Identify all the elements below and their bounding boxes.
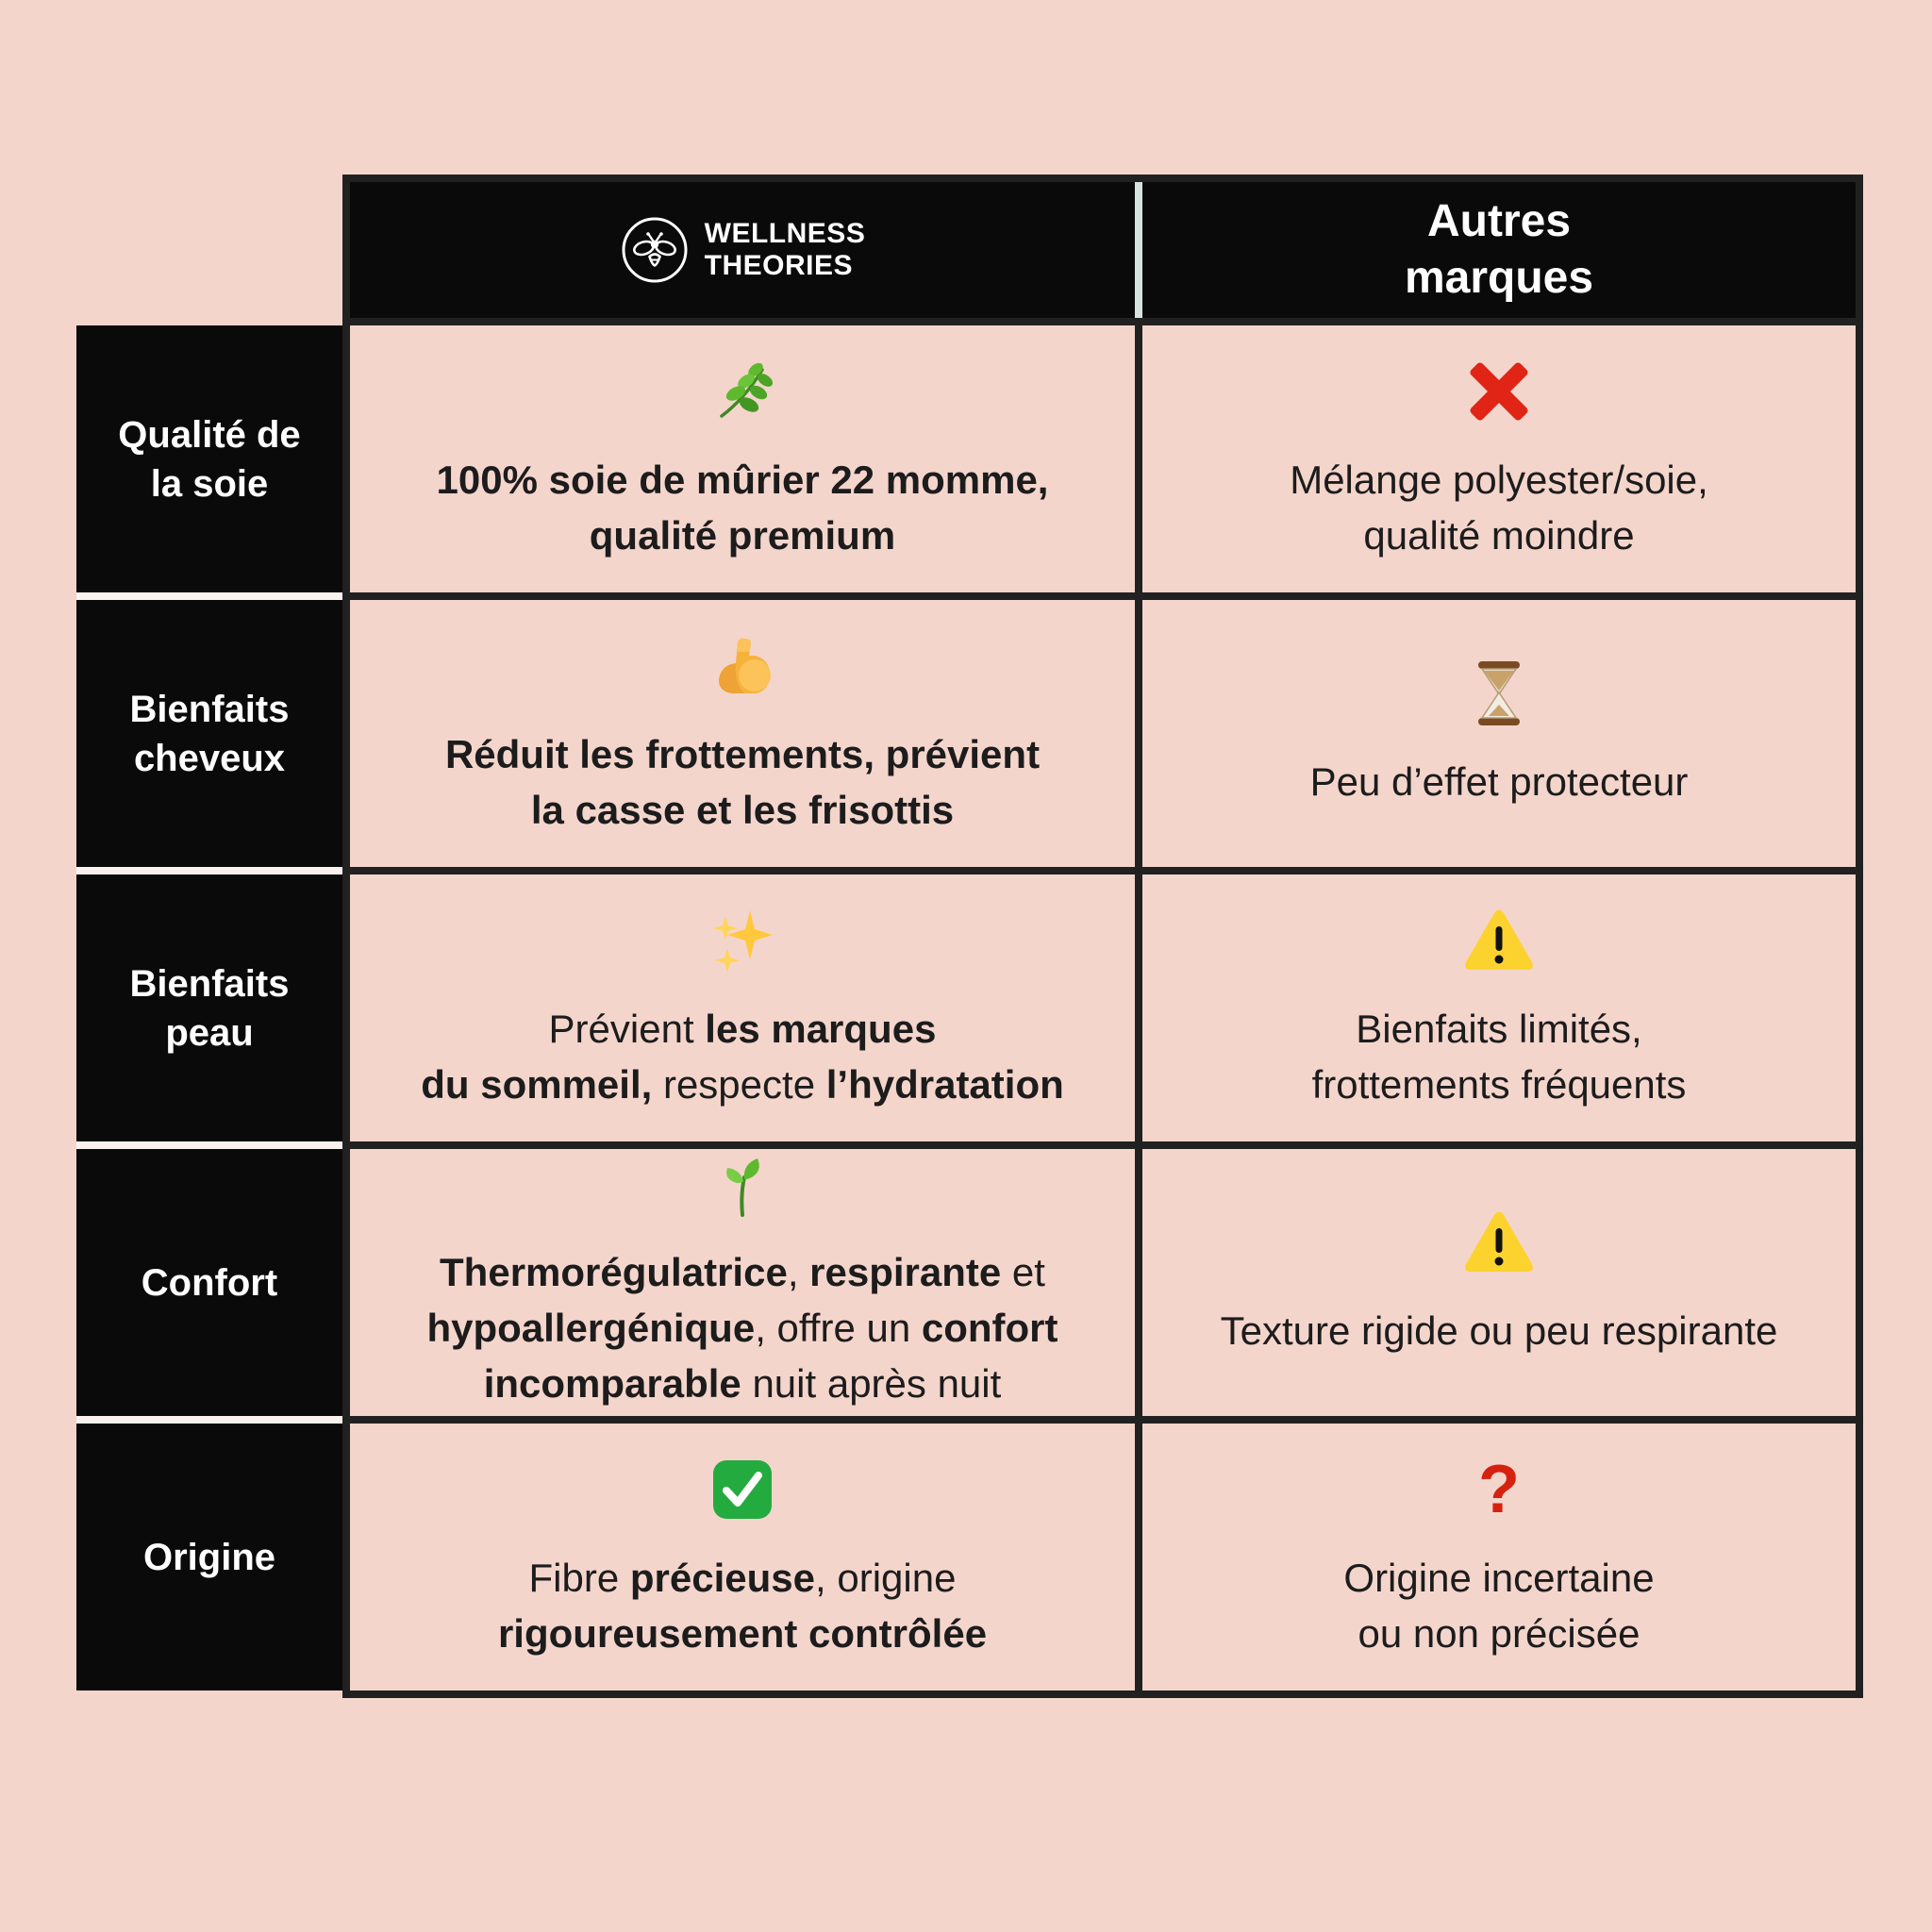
row-label-hair-benefits: Bienfaits cheveux	[76, 600, 342, 874]
row-label-origin: Origine	[76, 1424, 342, 1690]
bee-circle-logo-icon	[620, 215, 690, 285]
check-mark-icon	[711, 1453, 774, 1526]
header-other-brands-cell: Autres marques	[1142, 182, 1856, 318]
warning-icon	[1463, 1206, 1535, 1279]
cell-text: Bienfaits limités,frottements fréquents	[1311, 1006, 1687, 1107]
cell-silk-quality-brand: 100% soie de mûrier 22 momme,qualité pre…	[350, 325, 1135, 592]
cell-skin-benefits-other: Bienfaits limités,frottements fréquents	[1142, 874, 1856, 1141]
row-label-comfort: Confort	[76, 1149, 342, 1424]
cell-text: Mélange polyester/soie,qualité moindre	[1290, 457, 1708, 558]
seedling-icon	[708, 1153, 776, 1221]
row-label-silk-quality: Qualité de la soie	[76, 325, 342, 600]
question-mark-icon: ?	[1478, 1451, 1520, 1527]
warning-icon	[1463, 904, 1535, 977]
table-content: WELLNESS THEORIES Autres marques 100% so…	[342, 175, 1863, 1698]
hourglass-icon	[1474, 657, 1524, 730]
brand-name: WELLNESS THEORIES	[704, 218, 866, 281]
cell-text: Texture rigide ou peu respirante	[1220, 1308, 1778, 1354]
cell-hair-benefits-other: Peu d’effet protecteur	[1142, 600, 1856, 867]
cross-mark-icon	[1470, 355, 1528, 428]
cell-silk-quality-other: Mélange polyester/soie,qualité moindre	[1142, 325, 1856, 592]
comparison-table: Qualité de la soie Bienfaits cheveux Bie…	[76, 175, 1863, 1698]
flexed-biceps-icon	[708, 629, 777, 703]
brand-logo: WELLNESS THEORIES	[620, 215, 866, 285]
sparkles-icon	[707, 904, 778, 977]
header-brand-cell: WELLNESS THEORIES	[350, 182, 1135, 318]
herb-icon	[708, 355, 776, 428]
cell-text: Peu d’effet protecteur	[1309, 759, 1689, 805]
row-label-column: Qualité de la soie Bienfaits cheveux Bie…	[76, 325, 342, 1698]
cell-text: 100% soie de mûrier 22 momme,qualité pre…	[436, 457, 1049, 558]
other-brands-title: Autres marques	[1404, 196, 1594, 303]
row-label-skin-benefits: Bienfaits peau	[76, 874, 342, 1149]
cell-comfort-other: Texture rigide ou peu respirante	[1142, 1149, 1856, 1416]
